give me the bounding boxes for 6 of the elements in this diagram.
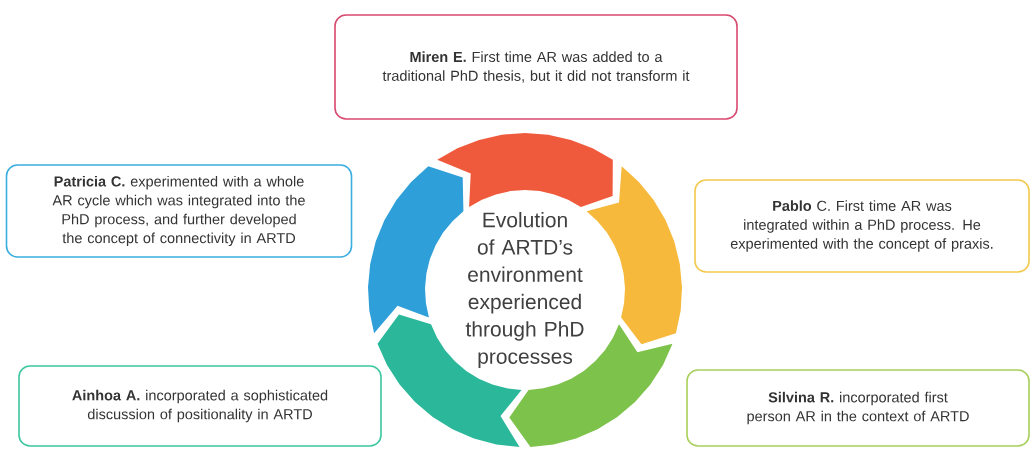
center-label: Evolution of ARTD’s environment experienced through PhD processes <box>465 211 584 369</box>
note-box: Patricia C. experimented with a whole AR cycle which was integrated into the PhD process, and further developed the concept of connectivity in ARTD <box>5 164 353 258</box>
note-box: Miren E. First time AR was added to a traditional PhD thesis, but it did not transform it <box>334 14 738 120</box>
note-box: Ainhoa A. incorporated a sophisticated discussion of positionality in ARTD <box>18 365 382 447</box>
note-box: Silvina R. incorporated first person AR in the context of ARTD <box>686 369 1030 447</box>
note-box: Pablo C. First time AR was integrated within a PhD process. He experimented with the concept of praxis. <box>694 179 1030 273</box>
